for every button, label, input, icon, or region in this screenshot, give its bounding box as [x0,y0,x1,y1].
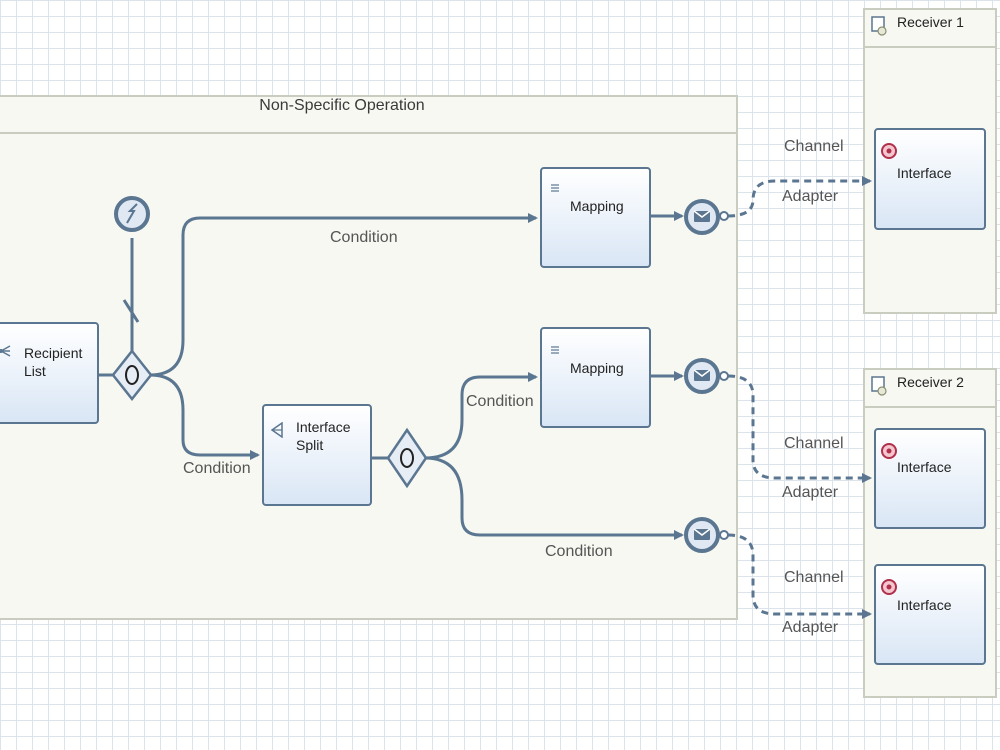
interface-icon [881,579,897,595]
adapter-label-1: Adapter [782,188,839,205]
interface-label-r2a: Interface [897,459,952,475]
lightning-icon [126,203,138,224]
mapping-icon [551,346,559,354]
message-event-bottom[interactable] [684,517,720,553]
channel-label-3: Channel [784,569,844,586]
interface-label-r2b: Interface [897,597,952,613]
channel-label-1: Channel [784,138,844,155]
interface-task-r2a[interactable]: Interface [874,428,986,529]
default-flow-slash [122,299,140,323]
flow-gateway2-to-mapping-mid[interactable] [424,372,538,460]
message-event-top[interactable] [684,199,720,235]
interface-task-r2b[interactable]: Interface [874,564,986,665]
receiver-2-title: Receiver 2 [897,374,964,390]
interface-split-task[interactable]: Interface Split [262,404,372,506]
message-flow-1[interactable] [719,176,872,221]
receiver-1-header: Receiver 1 [865,10,995,48]
mapping-label-top: Mapping [570,198,624,214]
exclusive-gateway-1[interactable] [111,348,153,402]
interface-icon [881,443,897,459]
receiver-icon [871,376,887,396]
interface-split-label: Interface Split [296,419,351,453]
flow-gateway-to-mapping-top[interactable] [149,213,538,377]
mapping-icon [551,184,559,192]
condition-label-top: Condition [330,229,398,246]
channel-label-2: Channel [784,435,844,452]
interface-task-r1[interactable]: Interface [874,128,986,230]
receiver-icon [871,16,887,36]
exclusive-gateway-2[interactable] [386,427,428,489]
receiver-1-title: Receiver 1 [897,14,964,30]
condition-label-bottom: Condition [545,543,613,560]
pool-title: Non-Specific Operation [259,97,425,114]
recipient-list-icon [0,345,11,357]
interface-label-r1: Interface [897,165,952,181]
interface-icon [881,143,897,159]
condition-label-left: Condition [183,460,251,477]
receiver-2-header: Receiver 2 [865,370,995,408]
flow-gateway2-to-message-bottom[interactable] [424,456,684,540]
recipient-list-task[interactable]: Recipient List [0,322,99,424]
condition-label-mid: Condition [466,393,534,410]
flow-gateway-to-split[interactable] [149,373,260,460]
message-flow-3[interactable] [719,530,872,619]
mapping-task-top[interactable]: Mapping [540,167,651,268]
mapping-label-mid: Mapping [570,360,624,376]
adapter-label-3: Adapter [782,619,839,636]
interface-split-icon [270,422,283,438]
message-event-mid[interactable] [684,358,720,394]
adapter-label-2: Adapter [782,484,839,501]
recipient-list-label: Recipient List [24,345,83,379]
mapping-task-mid[interactable]: Mapping [540,327,651,428]
message-flow-2[interactable] [719,371,872,483]
pool-header: Non-Specific Operation [0,97,736,134]
